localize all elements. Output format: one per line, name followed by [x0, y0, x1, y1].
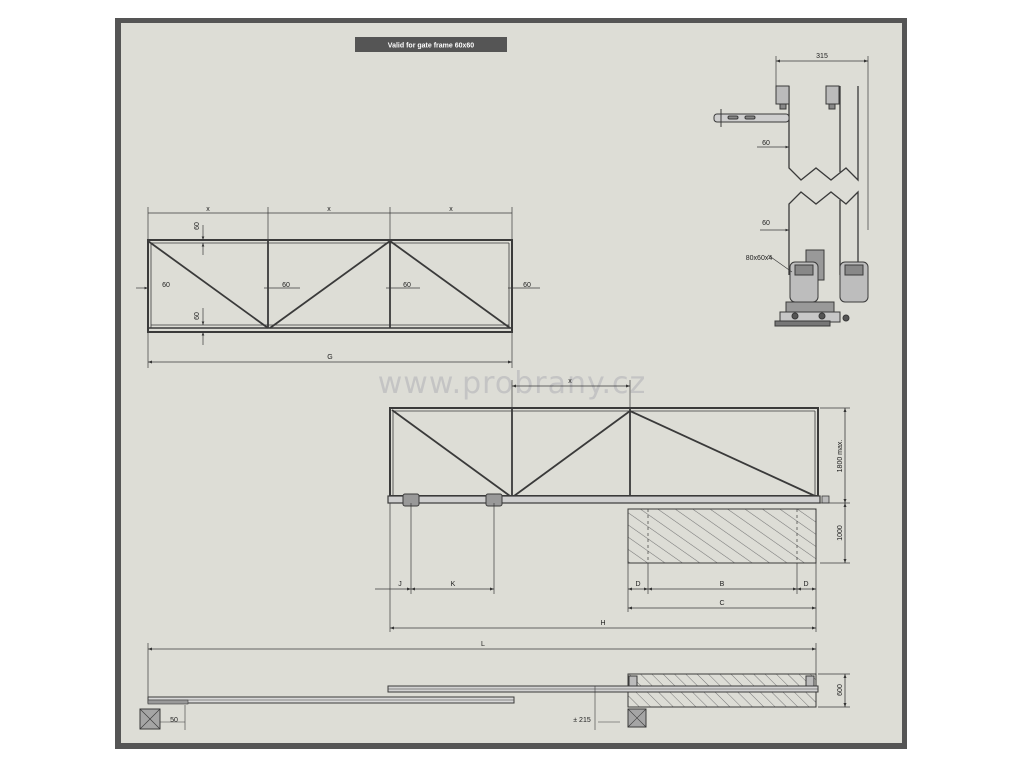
gate-height-label: 1800 max.: [837, 440, 844, 473]
drawing-area: [121, 23, 902, 743]
gate-label-h: H: [600, 620, 605, 627]
detail-beam-label: 80x60x4: [746, 255, 773, 262]
frame-member-label-1: 60: [162, 282, 170, 289]
frame-overall-length-label: G: [327, 354, 332, 361]
title-bar-background: [355, 37, 507, 52]
gate-label-j: J: [398, 581, 402, 588]
watermark: www.probrany.cz: [378, 366, 647, 401]
frame-member-label-bottom: 60: [194, 312, 201, 320]
gate-label-b: B: [720, 581, 725, 588]
title-label: Valid for gate frame 60x60: [388, 43, 474, 50]
gate-foundation-label: 1000: [837, 525, 844, 541]
plan-post-label: 50: [170, 717, 178, 724]
title-bar: Valid for gate frame 60x60: [355, 37, 507, 52]
plan-length-label: L: [481, 641, 485, 648]
gate-label-d-right: D: [803, 581, 808, 588]
frame-panel-label-3: x: [449, 206, 453, 213]
plan-depth-label: 600: [837, 684, 844, 696]
detail-offset-label-upper: 60: [762, 140, 770, 147]
plan-offset-label: ± 215: [573, 717, 591, 724]
gate-view: [375, 380, 850, 632]
detail-view-labels: 315 60 60 80x60x4: [746, 53, 828, 262]
gate-label-d-left: D: [635, 581, 640, 588]
frame-member-label-3: 60: [403, 282, 411, 289]
detail-view: [713, 56, 869, 327]
gate-view-labels: x 1800 max. 1000 J K D B D C H: [398, 378, 844, 627]
frame-view: [136, 207, 540, 368]
plan-view-labels: L 50 ± 215 600: [170, 641, 844, 724]
detail-width-label: 315: [816, 53, 828, 60]
frame-panel-label-2: x: [327, 206, 331, 213]
gate-label-c: C: [719, 600, 724, 607]
frame-member-label-top: 60: [194, 222, 201, 230]
frame-view-labels: x x x 60 60 60 60 60 60 G: [162, 206, 531, 361]
frame-panel-label-1: x: [206, 206, 210, 213]
plan-view: [139, 643, 850, 730]
gate-top-label: x: [568, 378, 572, 385]
gate-label-k: K: [451, 581, 456, 588]
frame-member-label-2: 60: [282, 282, 290, 289]
detail-offset-label-lower: 60: [762, 220, 770, 227]
frame-member-label-4: 60: [523, 282, 531, 289]
